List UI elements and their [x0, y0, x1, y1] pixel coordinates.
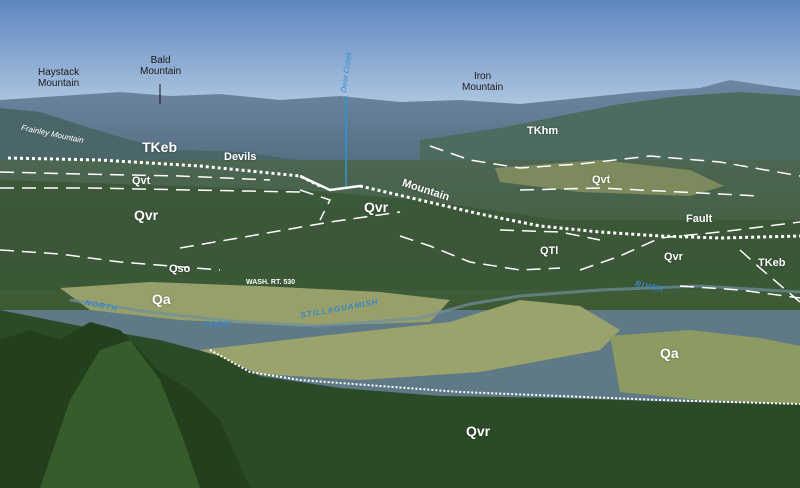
unit-qvr-left: Qvr [134, 207, 159, 223]
left-fields [60, 282, 450, 326]
haystack-mountain-label: Haystack Mountain [38, 67, 80, 89]
unit-qso: Qso [169, 263, 191, 275]
unit-qvr-right: Qvr [664, 251, 683, 263]
unit-qvr-center: Qvr [364, 199, 389, 215]
fault-label-fault: Fault [686, 213, 713, 225]
unit-qvt-right: Qvt [592, 174, 611, 186]
road-label: WASH. RT. 530 [246, 279, 296, 286]
unit-tkhm: TKhm [527, 125, 559, 137]
unit-qvt-left: Qvt [132, 175, 151, 187]
unit-tkeb-right: TKeb [758, 257, 786, 269]
unit-qa-left: Qa [152, 291, 171, 307]
unit-tkeb-left: TKeb [142, 139, 177, 155]
fault-segment [299, 174, 361, 192]
unit-qvr-bottom: Qvr [466, 423, 491, 439]
fault-label-devils: Devils [224, 151, 257, 163]
center-fields [200, 300, 620, 380]
unit-qtl: QTl [540, 245, 559, 257]
river-label-fork: FORK [204, 320, 231, 329]
upper-pasture [495, 160, 724, 196]
right-fields [610, 330, 800, 404]
bald-mountain-label: Bald Mountain [140, 55, 182, 77]
iron-mountain-label: Iron Mountain [462, 71, 504, 93]
mid-forest [0, 180, 800, 290]
river-channel [69, 284, 800, 328]
floodplain-edge [209, 349, 800, 405]
contact-lines [0, 145, 800, 303]
unit-qa-right: Qa [660, 345, 679, 361]
